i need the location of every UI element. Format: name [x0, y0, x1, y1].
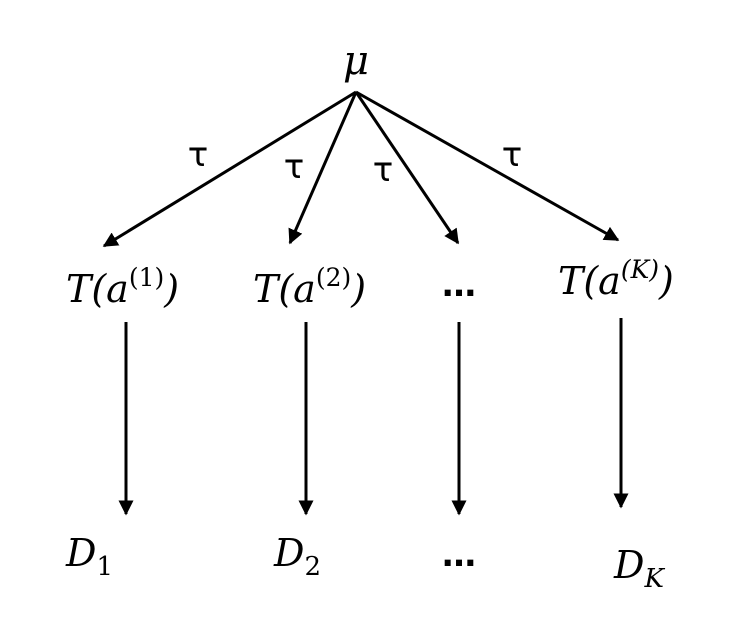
root-node-mu: μ [343, 38, 369, 84]
edge-root-to-node-3 [354, 91, 460, 245]
edge-label-tau-2: τ [284, 147, 304, 187]
edge-root-to-node-K [355, 90, 620, 242]
edge-label-tau-1: τ [188, 135, 208, 175]
node-T-a1: T(a(1)) [66, 263, 179, 311]
output-D2: D2 [273, 531, 321, 582]
node-ellipsis: … [442, 265, 476, 305]
output-ellipsis: … [442, 535, 476, 575]
node-T-a2: T(a(2)) [253, 263, 366, 311]
edge-root-to-node-2 [288, 91, 358, 245]
edge-root-to-node-1 [102, 90, 357, 248]
edge-label-tau-4: τ [502, 135, 522, 175]
node-T-aK: T(a(K)) [558, 255, 674, 303]
output-DK: DK [613, 543, 665, 594]
edge-label-tau-3: τ [373, 150, 393, 190]
output-D1: D1 [65, 531, 113, 582]
